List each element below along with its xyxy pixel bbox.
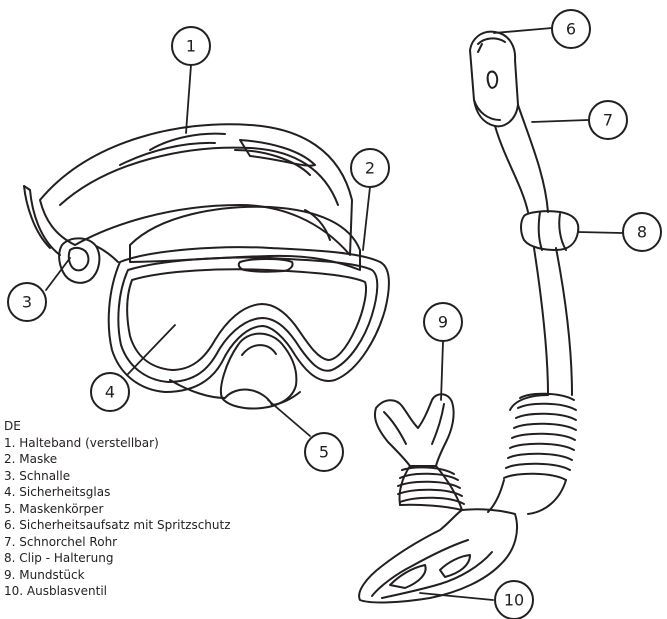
purge-valve-housing bbox=[359, 509, 517, 602]
legend-item-10: 10. Ausblasventil bbox=[4, 583, 304, 600]
callout-number-2: 2 bbox=[365, 159, 375, 178]
callout-number-8: 8 bbox=[637, 223, 647, 242]
parts-legend: DE 1. Halteband (verstellbar) 2. Maske 3… bbox=[4, 418, 304, 619]
callout-number-1: 1 bbox=[186, 37, 196, 56]
legend-item-4: 4. Sicherheitsglas bbox=[4, 484, 304, 501]
legend-item-9: 9. Mundstück bbox=[4, 567, 304, 584]
callout-number-9: 9 bbox=[438, 313, 448, 332]
leader-2 bbox=[363, 187, 370, 250]
callout-number-5: 5 bbox=[319, 443, 329, 462]
legend-item-1: 1. Halteband (verstellbar) bbox=[4, 435, 304, 452]
callout-number-7: 7 bbox=[603, 111, 613, 130]
leader-6 bbox=[494, 28, 552, 33]
snorkel-clip bbox=[521, 211, 578, 250]
leader-10 bbox=[420, 593, 493, 600]
flex-section bbox=[488, 394, 576, 514]
legend-item-6: 6. Sicherheitsaufsatz mit Spritzschutz bbox=[4, 517, 304, 534]
callout-number-4: 4 bbox=[105, 383, 115, 402]
leader-1 bbox=[186, 65, 191, 133]
leader-3 bbox=[46, 258, 70, 290]
mask-body bbox=[130, 207, 360, 405]
lens bbox=[127, 269, 366, 370]
legend-language: DE bbox=[4, 418, 304, 435]
mouthpiece bbox=[375, 394, 464, 510]
callout-number-3: 3 bbox=[22, 293, 32, 312]
leader-7 bbox=[532, 120, 588, 122]
legend-item-3: 3. Schnalle bbox=[4, 468, 304, 485]
leader-8 bbox=[578, 232, 622, 233]
legend-item-8: 8. Clip - Halterung bbox=[4, 550, 304, 567]
callout-number-6: 6 bbox=[566, 20, 576, 39]
legend-item-2: 2. Maske bbox=[4, 451, 304, 468]
leader-9 bbox=[441, 342, 443, 400]
mask-strap bbox=[24, 124, 352, 255]
legend-item-5: 5. Maskenkörper bbox=[4, 501, 304, 518]
snorkel-top bbox=[470, 32, 518, 127]
callout-number-10: 10 bbox=[504, 591, 524, 610]
legend-item-7: 7. Schnorchel Rohr bbox=[4, 534, 304, 551]
